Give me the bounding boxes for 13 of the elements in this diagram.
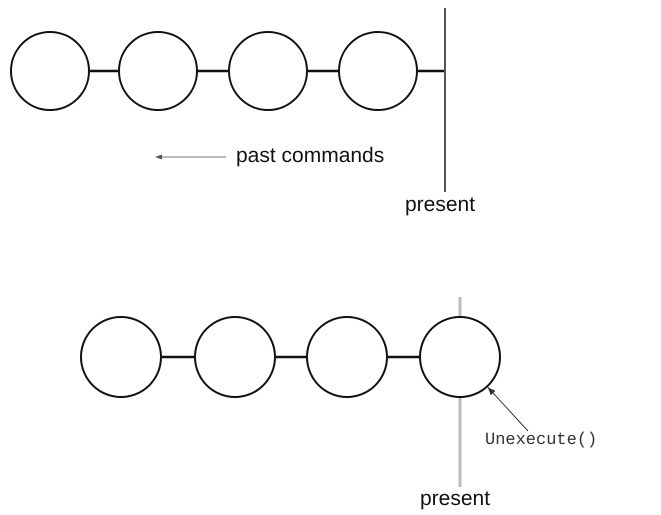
connector-line [418, 70, 444, 72]
connector-line [308, 70, 338, 72]
direction-label: past commands [236, 144, 384, 168]
present-label: present [405, 193, 476, 217]
connector-line [388, 356, 419, 358]
present-marker-line [444, 8, 446, 192]
present-label: present [420, 487, 490, 511]
connector-line [198, 70, 228, 72]
connector-line [162, 356, 194, 358]
leader-line [487, 386, 528, 432]
connector-line [276, 356, 306, 358]
connector-line [90, 70, 118, 72]
method-label: Unexecute() [485, 431, 655, 453]
